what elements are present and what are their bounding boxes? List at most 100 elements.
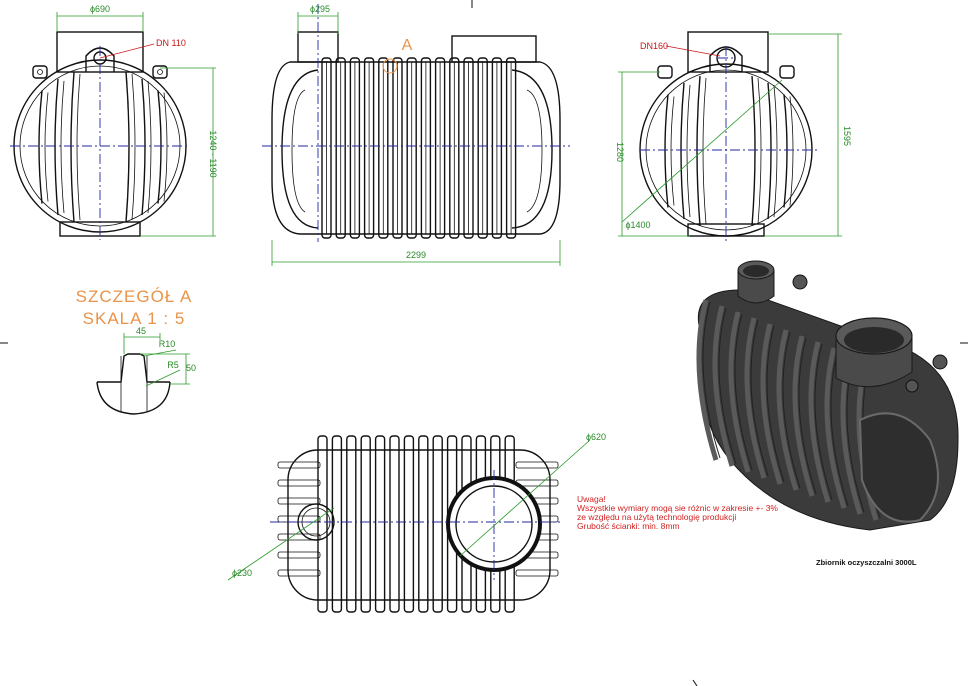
detail-leader-r10 [143, 349, 177, 357]
back-height-left-label: 1280 [615, 142, 625, 162]
side-view [262, 4, 570, 266]
iso-rib-edge [766, 325, 785, 483]
detail-profile [97, 353, 170, 383]
lug-hole [37, 69, 43, 75]
lifting-lug [32, 65, 48, 79]
rib-line [147, 80, 152, 214]
rib-line [60, 80, 65, 214]
rib [420, 57, 432, 239]
top-large-opening-label: ϕ620 [586, 432, 606, 442]
front-view [10, 12, 216, 240]
rib [374, 435, 386, 613]
iso-rib [776, 329, 799, 491]
detail-r10-label: R10 [159, 339, 176, 349]
note-line-technology: ze względu na użytą technologię produkcj… [577, 512, 736, 522]
lifting-lug [779, 65, 795, 79]
rib [434, 57, 446, 239]
side-inlet-width-label: ϕ295 [310, 4, 330, 14]
leader-small-opening [227, 507, 335, 581]
rib [463, 57, 474, 239]
note-line-tolerance: Wszystkie wymiary mogą sie różnic w zakr… [577, 503, 778, 513]
detail-a-view: SZCZEGÓŁ A SKALA 1 : 5 [76, 287, 193, 415]
iso-large-opening-inner [844, 327, 904, 353]
top-view [227, 435, 591, 613]
iso-rib [728, 311, 751, 473]
right-end [511, 69, 553, 229]
isometric-view [696, 260, 959, 531]
detail-marker-circle [382, 58, 398, 74]
rib [331, 435, 343, 613]
iso-small-opening-inner [743, 265, 769, 277]
rib-line [789, 96, 794, 206]
rib [418, 435, 429, 613]
iso-rib [744, 317, 767, 479]
rib-line [680, 82, 685, 220]
rib [449, 57, 460, 239]
right-end-inner [526, 89, 543, 213]
side-rail [515, 461, 559, 469]
lifting-lug [152, 65, 168, 79]
drawing-caption: Zbiornik oczyszczalni 3000L [816, 558, 917, 567]
rib-line [773, 84, 778, 218]
iso-end-dome [858, 412, 939, 523]
rib [335, 57, 346, 239]
rib-line [783, 94, 788, 208]
dim-line-diameter [621, 79, 783, 223]
front-height-label: 1240 - 1190 [208, 130, 218, 177]
side-rail [277, 479, 321, 487]
iso-rib [712, 305, 735, 467]
rib [477, 57, 488, 239]
rib-line [76, 73, 81, 221]
rib-line [757, 77, 762, 225]
detail-marker-label: A [402, 37, 413, 54]
rib [491, 57, 503, 239]
rib-line [125, 71, 130, 223]
iso-rib [824, 347, 847, 509]
detail-arc [96, 381, 171, 415]
note-title: Uwaga! [577, 494, 606, 504]
inlet-neck [687, 31, 769, 73]
side-rail [515, 479, 559, 487]
side-rail [515, 569, 559, 577]
iso-rib-edge [798, 337, 817, 495]
large-neck [451, 35, 537, 63]
back-view [618, 31, 842, 242]
rib [505, 57, 517, 239]
side-rail [277, 533, 321, 541]
detail-r5-label: R5 [167, 360, 179, 370]
outlet-leader [99, 43, 155, 59]
top-small-opening-label: ϕ230 [232, 568, 252, 578]
rib [392, 57, 403, 239]
lug-hole [157, 69, 163, 75]
rib-line [664, 94, 669, 208]
detail-title: SZCZEGÓŁ A [76, 287, 193, 306]
iso-rib-edge [734, 313, 753, 471]
iso-rib [792, 335, 815, 497]
rib-line [38, 90, 43, 204]
rib [389, 435, 400, 613]
back-height-right-label: 1595 [842, 126, 852, 146]
left-end-inner [291, 89, 306, 213]
iso-rib-edge [830, 349, 849, 507]
detail-leader-r5 [145, 369, 181, 387]
iso-rib-edge [814, 343, 833, 501]
iso-rib-edge [782, 331, 801, 489]
rib-line [767, 82, 772, 220]
warning-note: Uwaga! Wszystkie wymiary mogą sie różnic… [577, 494, 778, 531]
rib [378, 57, 389, 239]
iso-rib [760, 323, 783, 485]
rib [363, 57, 375, 239]
rib-line [44, 92, 49, 202]
rib [349, 57, 361, 239]
iso-rib [696, 299, 719, 461]
inlet-leader [665, 45, 721, 57]
iso-lifting-lug [792, 274, 808, 290]
iso-lifting-lug [932, 354, 948, 370]
iso-rib-edge [750, 319, 769, 477]
detail-width-label: 45 [136, 326, 146, 336]
rib-line [131, 73, 136, 221]
rib [321, 57, 332, 239]
rib-line [70, 71, 75, 223]
back-diameter-label: ϕ1400 [625, 220, 650, 230]
